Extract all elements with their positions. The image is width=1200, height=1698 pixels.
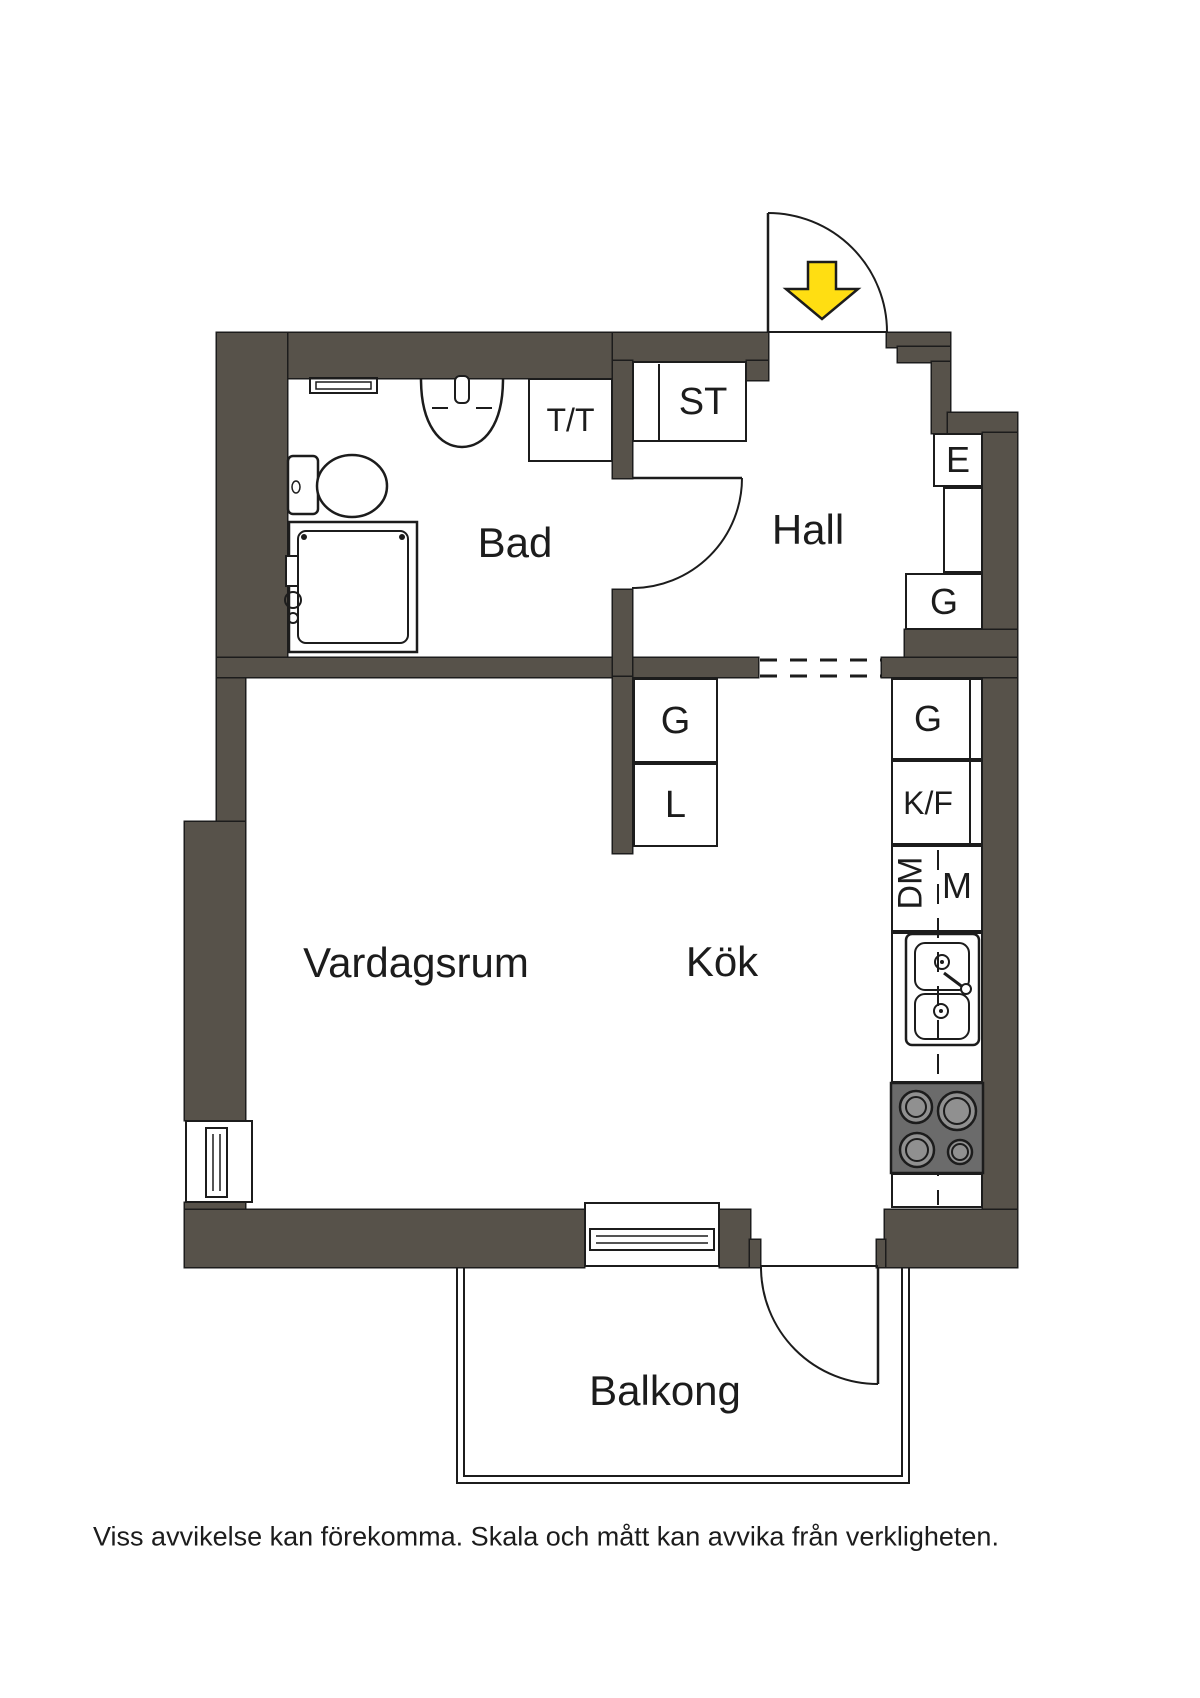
wardrobe-g: G: [633, 678, 718, 763]
cabinet-e-label: E: [945, 439, 970, 480]
wall-left-lower: [185, 822, 245, 1120]
dishwasher-label: DM: [891, 856, 930, 910]
wall-bottom-kitchen-step: [877, 1240, 885, 1267]
shower-icon: [284, 520, 419, 654]
hall-kitchen-opening-dashed: [760, 658, 882, 678]
window-bottom: [584, 1202, 720, 1267]
closet-st-label: ST: [678, 380, 728, 423]
shaft-box: [943, 487, 983, 573]
closet-st: ST: [632, 361, 747, 442]
kitchen-fridge-freezer: K/F: [891, 760, 983, 845]
wardrobe-g-hall: G: [905, 573, 983, 630]
wall-top-entry-right: [887, 333, 950, 347]
cabinet-tt: T/T: [528, 378, 613, 462]
wall-bad-hall-lower: [613, 590, 632, 677]
microwave-label: M: [942, 865, 972, 906]
kitchen-cabinet-g: G: [891, 678, 983, 760]
wall-left-middle: [217, 658, 245, 822]
wall-bottom-middle: [720, 1210, 750, 1267]
balcony-door: [760, 1265, 880, 1385]
wall-top-entry-left: [613, 333, 768, 361]
wall-entry-jamb-right: [898, 347, 950, 362]
wall-bad-hall-upper: [613, 361, 632, 478]
wall-bottom-left: [185, 1210, 584, 1267]
cabinet-e: E: [933, 433, 983, 487]
kitchen-cabinet-g-label: G: [913, 698, 942, 739]
disclaimer-caption: Viss avvikelse kan förekomma. Skala och …: [93, 1521, 999, 1552]
room-label-balkong: Balkong: [589, 1367, 741, 1414]
entrance-door: [766, 212, 888, 333]
kitchen-kf-label: K/F: [903, 784, 953, 821]
wall-left-upper: [217, 333, 287, 658]
wall-niche-slab: [932, 362, 950, 433]
wall-bottom-kitchen: [885, 1210, 1017, 1267]
room-label-kok: Kök: [685, 938, 759, 985]
wall-bottom-middle-step: [750, 1240, 760, 1267]
wall-wardrobe-stub: [613, 677, 632, 853]
room-label-bad: Bad: [477, 519, 553, 566]
room-label-vardagsrum: Vardagsrum: [303, 939, 529, 986]
wall-right: [983, 433, 1017, 1267]
washbasin-icon: [419, 375, 505, 449]
toilet-icon: [286, 453, 389, 519]
wardrobe-g-hall-label: G: [929, 580, 958, 622]
balcony-railing: [456, 1267, 910, 1484]
bathroom-shelf: [309, 377, 378, 394]
wardrobe-g-label: G: [660, 699, 691, 742]
wall-entry-jamb-left: [747, 361, 768, 380]
wall-hall-kitchen-lower: [882, 658, 1017, 677]
room-label-hall: Hall: [771, 506, 845, 553]
window-left: [185, 1120, 253, 1203]
kitchen-sink-icon: [904, 932, 981, 1047]
entrance-arrow-icon: [782, 260, 862, 321]
wall-hall-kitchen-upper: [905, 630, 1017, 658]
cabinet-tt-label: T/T: [546, 402, 595, 438]
stove-icon: [889, 1081, 985, 1175]
window-left-glazing: [205, 1127, 228, 1198]
bathroom-door: [631, 476, 743, 589]
window-bottom-glazing: [589, 1228, 715, 1251]
wardrobe-l: L: [633, 763, 718, 847]
wardrobe-l-label: L: [664, 784, 687, 826]
wall-niche-band: [948, 413, 1017, 433]
